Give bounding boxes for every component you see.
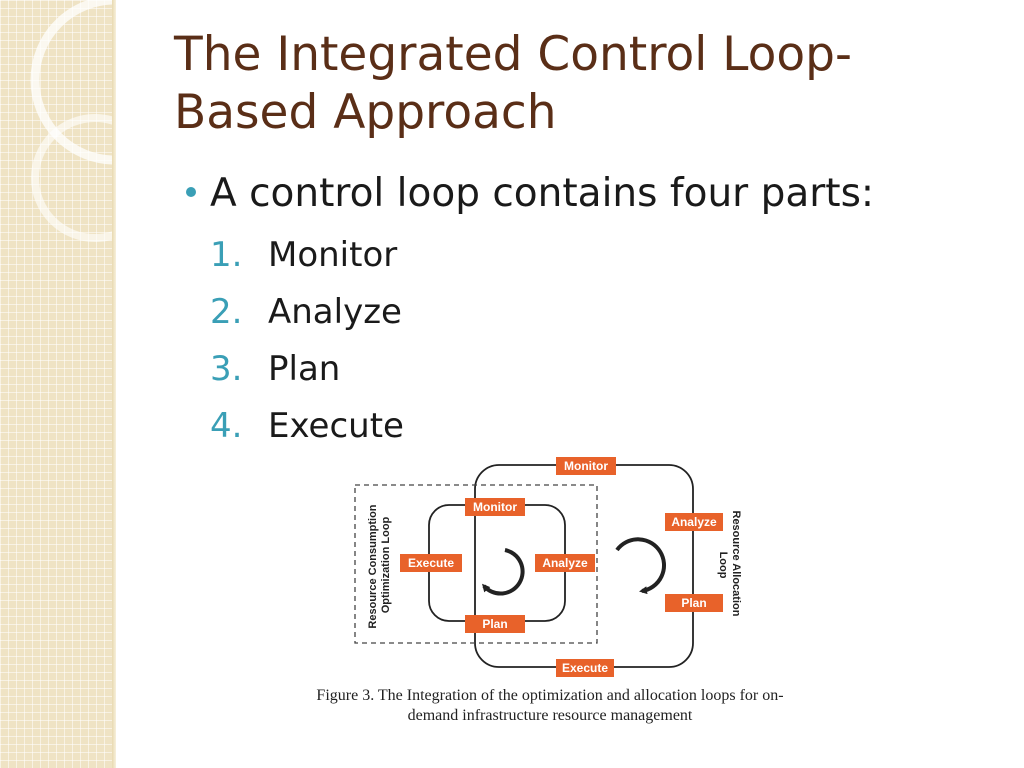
sidebar-edge	[112, 0, 116, 768]
step-label: Plan	[268, 349, 341, 389]
caption-line-1: Figure 3. The Integration of the optimiz…	[316, 687, 784, 704]
svg-text:Analyze: Analyze	[671, 515, 717, 529]
title-line-2: Based Approach	[174, 85, 557, 140]
list-item: 4. Execute	[210, 401, 404, 458]
outer-loop-label: Resource Allocation Loop	[717, 510, 742, 619]
control-loop-diagram: Monitor Analyze Plan Execute Monitor Ana…	[354, 457, 742, 677]
steps-list: 1. Monitor 2. Analyze 3. Plan 4. Execute	[210, 230, 404, 458]
outer-analyze-box: Analyze	[665, 513, 723, 531]
list-item: 1. Monitor	[210, 230, 404, 287]
inner-plan-box: Plan	[465, 615, 525, 633]
outer-execute-box: Execute	[556, 659, 614, 677]
figure-caption: Figure 3. The Integration of the optimiz…	[250, 686, 850, 726]
caption-line-2: demand infrastructure resource managemen…	[407, 707, 693, 724]
inner-monitor-box: Monitor	[465, 498, 525, 516]
outer-cycle-arrow-icon	[615, 537, 667, 595]
decorative-sidebar	[0, 0, 112, 768]
step-number: 2.	[210, 292, 243, 332]
svg-text:Execute: Execute	[562, 661, 608, 675]
svg-text:Plan: Plan	[681, 596, 706, 610]
svg-text:Execute: Execute	[408, 556, 454, 570]
inner-loop-label: Resource Consumption Optimization Loop	[367, 501, 392, 628]
bullet-text: A control loop contains four parts:	[210, 171, 875, 216]
list-item: 3. Plan	[210, 344, 404, 401]
step-number: 1.	[210, 235, 243, 275]
step-label: Execute	[268, 406, 404, 446]
list-item: 2. Analyze	[210, 287, 404, 344]
svg-text:Monitor: Monitor	[473, 500, 517, 514]
slide-title: The Integrated Control Loop- Based Appro…	[174, 26, 994, 142]
step-label: Analyze	[268, 292, 402, 332]
bullet-point: A control loop contains four parts:	[186, 170, 986, 218]
bullet-dot-icon	[186, 186, 196, 197]
svg-text:Monitor: Monitor	[564, 459, 608, 473]
inner-execute-box: Execute	[400, 554, 462, 572]
svg-text:Plan: Plan	[482, 617, 507, 631]
outer-monitor-box: Monitor	[556, 457, 616, 475]
optimization-loop-boundary	[354, 484, 598, 644]
inner-analyze-box: Analyze	[535, 554, 595, 572]
outer-plan-box: Plan	[665, 594, 723, 612]
step-label: Monitor	[268, 235, 398, 275]
step-number: 3.	[210, 349, 243, 389]
decorative-rings-icon	[30, 0, 112, 242]
title-line-1: The Integrated Control Loop-	[174, 27, 852, 82]
svg-text:Analyze: Analyze	[542, 556, 588, 570]
inner-cycle-arrow-icon	[482, 548, 525, 596]
step-number: 4.	[210, 406, 243, 446]
